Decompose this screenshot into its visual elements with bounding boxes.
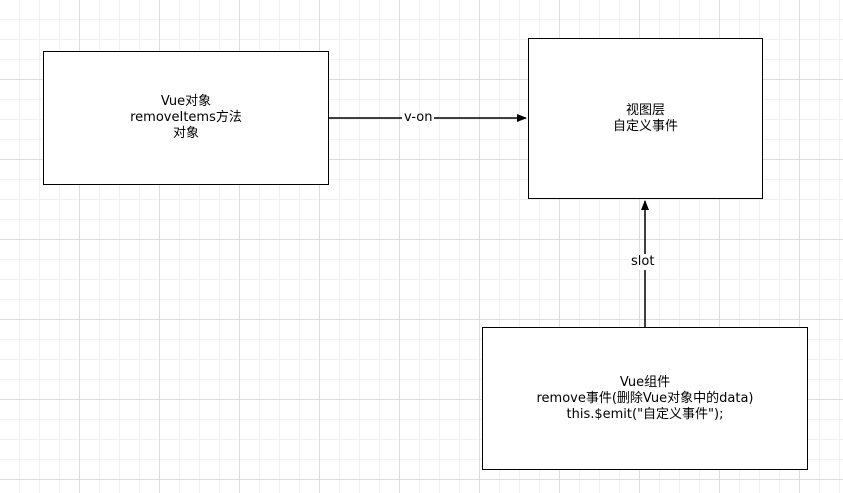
node-view-layer-line-1: 视图层 (625, 102, 665, 118)
node-vue-object-line-2: removeItems方法 (130, 110, 242, 125)
node-vue-component-line-2: remove事件(删除Vue对象中的data) (536, 390, 754, 406)
node-view-layer-text: 视图层 自定义事件 (613, 103, 678, 135)
edge-v-on-label: v-on (402, 110, 435, 126)
node-vue-component-text: Vue组件 remove事件(删除Vue对象中的data) this.$emit… (536, 375, 753, 423)
node-vue-component[interactable]: Vue组件 remove事件(删除Vue对象中的data) this.$emit… (482, 327, 808, 470)
node-view-layer[interactable]: 视图层 自定义事件 (528, 38, 763, 199)
edge-slot-label: slot (629, 254, 657, 270)
node-vue-component-line-1: Vue组件 (619, 374, 671, 390)
node-vue-object-text: Vue对象 removeItems方法 对象 (130, 94, 242, 142)
node-view-layer-line-2: 自定义事件 (612, 118, 678, 134)
node-vue-object-line-1: Vue对象 (160, 94, 212, 109)
node-vue-object-line-3: 对象 (172, 126, 199, 141)
node-vue-component-line-3: this.$emit("自定义事件"); (566, 406, 724, 422)
node-vue-object[interactable]: Vue对象 removeItems方法 对象 (43, 51, 329, 185)
